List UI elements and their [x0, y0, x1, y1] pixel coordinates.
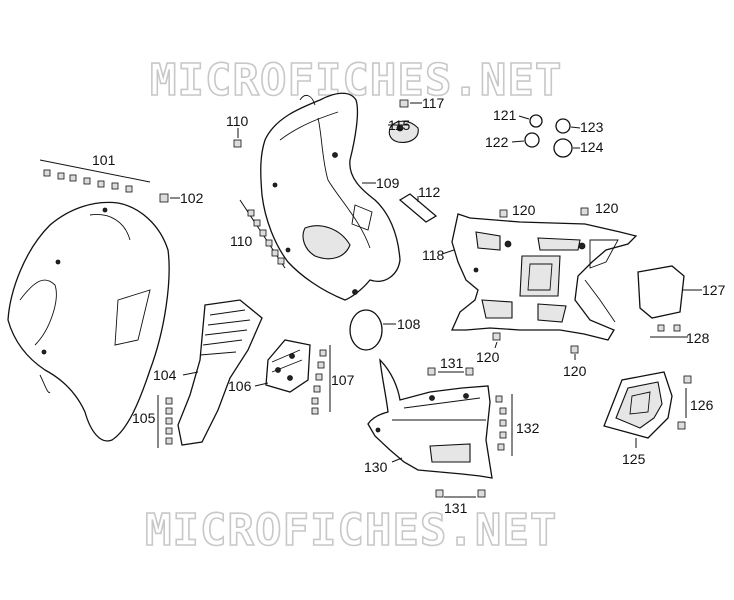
label-122: 122 [485, 134, 509, 150]
leg-shield-109-part [260, 92, 401, 301]
label-120-d: 120 [563, 363, 587, 379]
label-120-a: 120 [512, 202, 536, 218]
screw-120-c [492, 332, 501, 341]
ring-124 [553, 138, 573, 158]
screw-128-b [673, 324, 681, 332]
screw-120-b [580, 207, 589, 216]
screw-131-b [465, 367, 474, 376]
screw-120-d [570, 345, 579, 354]
label-130: 130 [364, 459, 388, 475]
strip-112 [398, 193, 438, 223]
screw-131-d [477, 489, 486, 498]
label-101: 101 [92, 152, 116, 168]
clip-102 [159, 193, 169, 203]
label-108: 108 [397, 316, 421, 332]
ring-121 [529, 114, 543, 128]
bracket-106-part [265, 339, 311, 393]
screw-131-c [435, 489, 444, 498]
label-126: 126 [690, 397, 714, 413]
screw-column-132 [495, 395, 507, 451]
o-ring-108 [349, 309, 383, 351]
label-112: 112 [418, 184, 441, 200]
watermark-top: MICROFICHES.NET [150, 55, 562, 106]
lower-panel-130-part [367, 358, 493, 479]
inner-trim-part [177, 299, 263, 446]
ring-123 [555, 118, 571, 134]
label-131-top: 131 [440, 355, 464, 371]
label-123: 123 [580, 119, 604, 135]
label-104: 104 [153, 367, 177, 383]
label-110-bottom: 110 [230, 233, 253, 249]
label-118: 118 [422, 247, 445, 263]
screw-126-b [677, 421, 686, 430]
screw-column-107 [311, 349, 327, 415]
screw-126-a [683, 375, 692, 384]
label-120-b: 120 [595, 200, 619, 216]
bracket-101 [39, 159, 151, 183]
label-117: 117 [422, 95, 445, 111]
label-124: 124 [580, 139, 604, 155]
screw-117 [399, 99, 409, 108]
screw-column-105 [165, 397, 173, 445]
label-107: 107 [331, 372, 355, 388]
label-127: 127 [702, 282, 726, 298]
label-109: 109 [376, 175, 400, 191]
screw-row-101 [43, 169, 133, 193]
label-131-bottom: 131 [444, 500, 468, 516]
frame-125-part [603, 371, 673, 439]
label-132: 132 [516, 420, 540, 436]
watermark-bottom: MICROFICHES.NET [145, 505, 557, 556]
label-125: 125 [622, 451, 646, 467]
label-128: 128 [686, 330, 710, 346]
floor-panel-118-part [450, 213, 638, 341]
label-110-top: 110 [226, 113, 249, 129]
screw-131-a [427, 367, 436, 376]
screw-120-a [499, 209, 508, 218]
label-120-c: 120 [476, 349, 500, 365]
screw-128-a [657, 324, 665, 332]
label-102: 102 [180, 190, 204, 206]
label-121: 121 [493, 107, 517, 123]
front-shield-part [7, 201, 170, 442]
label-105: 105 [132, 410, 156, 426]
cap-115-part [388, 120, 419, 143]
panel-127 [637, 265, 685, 319]
label-106: 106 [228, 378, 252, 394]
ring-122 [524, 132, 540, 148]
screw-110-top [233, 139, 242, 148]
screw-row-110 [247, 209, 285, 265]
label-115: 115 [388, 117, 411, 133]
